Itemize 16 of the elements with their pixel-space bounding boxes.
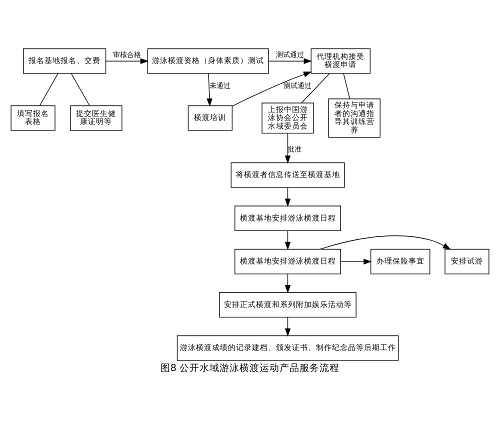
arrow	[268, 58, 312, 64]
arrow	[320, 234, 451, 250]
connector	[70, 72, 90, 106]
caption: 图8 公开水域游泳横渡运动产品服务流程	[160, 362, 340, 374]
connector	[39, 72, 58, 106]
connector	[343, 72, 350, 99]
arrow	[340, 258, 372, 264]
arrow	[284, 132, 291, 164]
arrow	[284, 316, 291, 336]
connector	[301, 72, 330, 103]
arrow	[232, 71, 312, 106]
arrow	[206, 72, 212, 106]
arrow	[284, 273, 291, 293]
arrow	[284, 230, 291, 250]
arrow	[284, 186, 291, 206]
arrow	[106, 58, 149, 64]
